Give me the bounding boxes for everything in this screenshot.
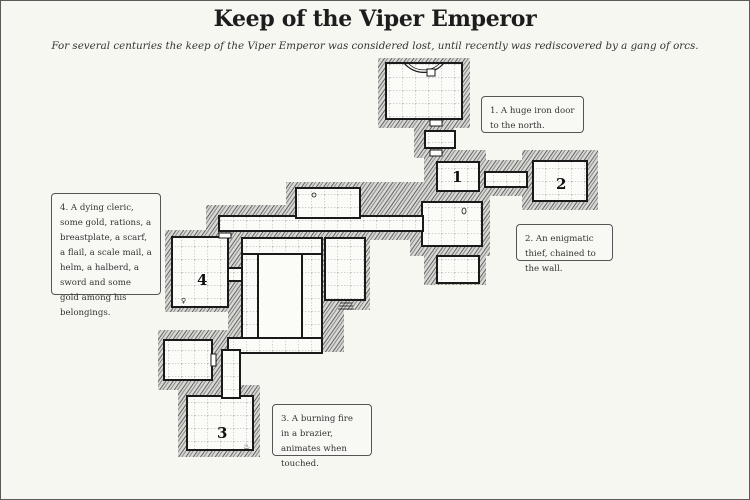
corridor-east [484, 171, 528, 188]
note-room-3-text: 3. A burning fire in a brazier, animates… [281, 414, 353, 469]
throne-icon [426, 68, 436, 77]
note-room-3: 3. A burning fire in a brazier, animates… [272, 404, 372, 469]
room-number-2: 2 [556, 175, 566, 193]
loop-bottom [227, 337, 323, 354]
antechamber [424, 130, 456, 149]
loop-top [241, 237, 323, 255]
corridor-3 [221, 349, 241, 399]
loop-void [257, 253, 303, 339]
door-icon [210, 353, 217, 367]
room-number-1: 1 [452, 168, 462, 186]
map-subtitle: For several centuries the keep of the Vi… [51, 40, 699, 52]
lower-left-room [163, 339, 213, 381]
room-1 [436, 161, 480, 192]
door-icon [429, 149, 443, 157]
upper-room [295, 187, 361, 219]
room-number-4: 4 [197, 271, 207, 289]
well-icon [311, 192, 317, 198]
stairs-icon [338, 299, 354, 310]
note-room-1-text: 1. A huge iron door to the north. [490, 106, 575, 131]
connector-4 [227, 267, 243, 282]
note-room-2: 2. An enigmatic thief, chained to the wa… [516, 224, 613, 274]
cleric-icon: ♀ [181, 297, 186, 305]
note-room-4-text: 4. A dying cleric, some gold, rations, a… [60, 203, 152, 318]
south-room [436, 255, 480, 284]
dais-arch [403, 62, 445, 73]
iron-door-icon [429, 119, 443, 127]
note-room-2-text: 2. An enigmatic thief, chained to the wa… [525, 234, 596, 274]
cross-room [421, 201, 483, 247]
brazier-icon: ♨ [243, 442, 250, 451]
note-room-4: 4. A dying cleric, some gold, rations, a… [51, 193, 161, 318]
room-4 [171, 236, 229, 308]
room-number-3: 3 [217, 424, 227, 442]
door-icon [218, 232, 232, 239]
room-2 [532, 160, 588, 202]
north-room [385, 62, 463, 120]
pillar-icon [461, 207, 467, 215]
note-room-1: 1. A huge iron door to the north. [481, 96, 584, 133]
doors [210, 119, 443, 367]
room-3 [186, 395, 254, 451]
floors [163, 62, 588, 451]
map-title: Keep of the Viper Emperor [213, 6, 537, 32]
stair-room [324, 237, 366, 301]
